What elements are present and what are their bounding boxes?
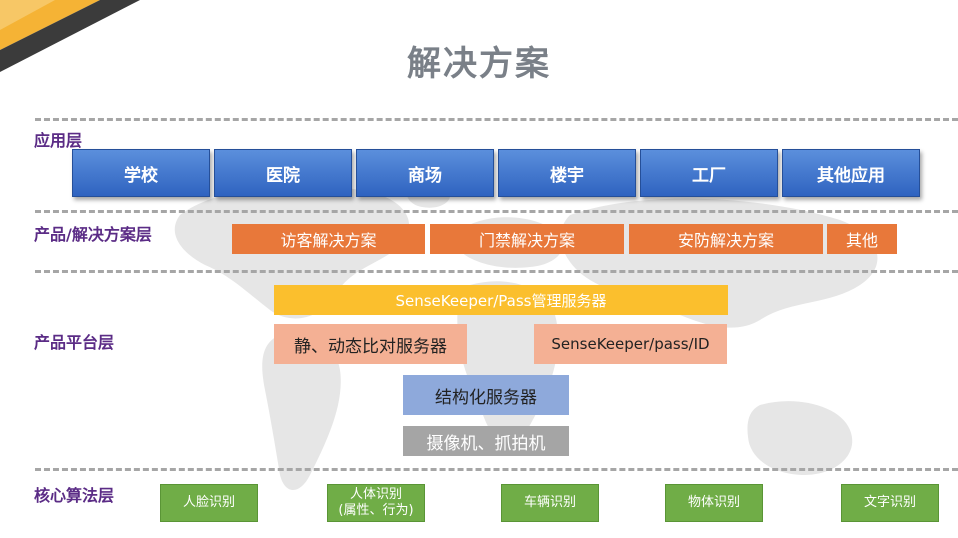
layer-label-algorithm: 核心算法层 [34,486,115,505]
app-school: 学校 [72,149,210,197]
solution-other: 其他 [827,224,897,254]
app-factory: 工厂 [640,149,778,197]
separator-platform [35,468,958,471]
page-title: 解决方案 [407,44,551,84]
app-other: 其他应用 [782,149,920,197]
algorithm-body-line1: 人体识别 [349,487,402,502]
solution-access-control: 门禁解决方案 [430,224,624,254]
algorithm-text: 文字识别 [841,484,939,522]
layer-label-product: 产品/解决方案层 [34,225,152,244]
platform-compare-server: 静、动态比对服务器 [274,324,467,364]
algorithm-face: 人脸识别 [160,484,258,522]
app-building: 楼宇 [498,149,636,197]
algorithm-vehicle: 车辆识别 [501,484,599,522]
layer-label-platform: 产品平台层 [34,333,115,352]
platform-camera: 摄像机、抓拍机 [403,426,569,456]
algorithm-object: 物体识别 [665,484,763,522]
app-hospital: 医院 [214,149,352,197]
app-mall: 商场 [356,149,494,197]
separator-application [35,210,958,213]
solution-security: 安防解决方案 [629,224,823,254]
platform-pass-id: SenseKeeper/pass/ID [534,324,727,364]
solution-visitor: 访客解决方案 [232,224,425,254]
corner-decoration [0,0,140,72]
algorithm-body-line2: (属性、行为) [338,503,414,518]
platform-management-server: SenseKeeper/Pass管理服务器 [274,285,728,315]
layer-label-application: 应用层 [34,131,83,150]
separator-top [35,118,958,121]
algorithm-body: 人体识别 (属性、行为) [327,484,425,522]
platform-structured-server: 结构化服务器 [403,375,569,415]
separator-product [35,270,958,273]
